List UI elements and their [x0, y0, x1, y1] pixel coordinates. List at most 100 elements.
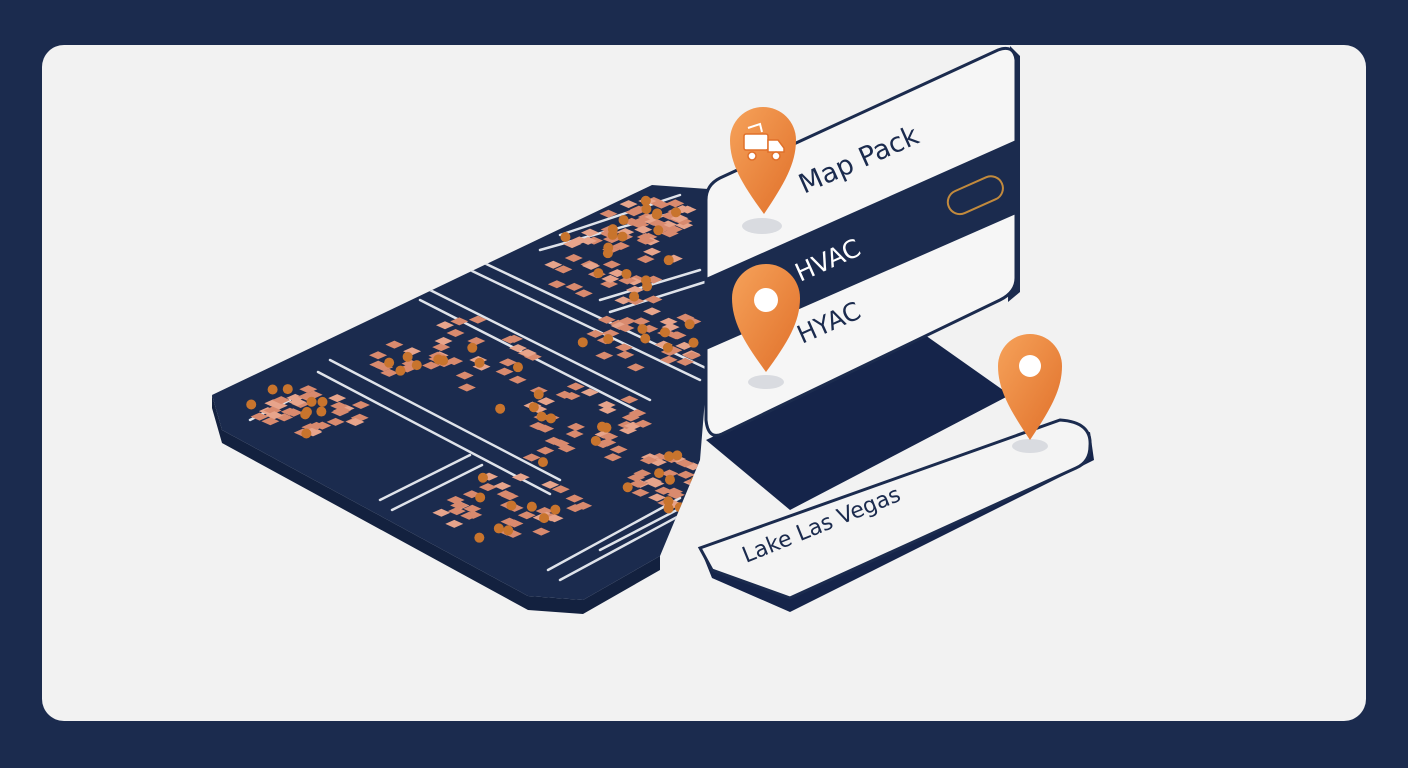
house	[445, 357, 464, 366]
house	[666, 199, 685, 208]
tree	[617, 231, 628, 242]
tree	[402, 351, 413, 362]
tree	[642, 281, 653, 292]
tree	[495, 403, 506, 414]
house	[500, 517, 519, 526]
tree	[652, 208, 663, 219]
isometric-map	[212, 185, 722, 614]
tree	[654, 468, 665, 479]
house	[634, 225, 653, 234]
house	[468, 315, 487, 324]
tree	[664, 451, 675, 462]
house	[351, 401, 370, 410]
location-card-face	[697, 418, 1092, 600]
house	[307, 421, 326, 430]
tree	[536, 411, 547, 422]
house	[261, 417, 280, 426]
house	[600, 279, 619, 288]
tree	[621, 268, 632, 279]
tree	[474, 357, 485, 368]
house	[564, 254, 583, 263]
tree	[528, 402, 539, 413]
house	[299, 385, 318, 394]
house	[634, 419, 653, 428]
tree	[672, 450, 683, 461]
house	[518, 349, 537, 358]
house	[676, 470, 695, 479]
house	[346, 418, 365, 427]
house	[676, 459, 695, 468]
house	[508, 375, 527, 384]
house	[625, 285, 644, 294]
tree	[663, 496, 674, 507]
house	[631, 488, 650, 497]
house	[551, 439, 570, 448]
house	[579, 236, 598, 245]
house	[567, 422, 586, 431]
house	[565, 282, 584, 291]
tree	[533, 389, 544, 400]
tree	[663, 255, 674, 266]
house	[614, 343, 633, 352]
tree	[433, 354, 444, 365]
house	[541, 480, 560, 489]
house	[616, 324, 635, 333]
house	[614, 296, 633, 305]
tree	[640, 195, 651, 206]
house	[463, 504, 482, 513]
house	[551, 485, 570, 494]
house	[621, 413, 640, 422]
tree	[593, 268, 604, 279]
house	[643, 307, 662, 316]
house	[648, 493, 667, 502]
truck-pin[interactable]	[730, 107, 796, 234]
tree	[603, 334, 614, 345]
toggle-switch[interactable]	[944, 172, 1007, 218]
map-slab-edge	[212, 395, 660, 614]
house	[446, 328, 465, 337]
house	[595, 351, 614, 360]
house	[636, 236, 655, 245]
tree	[662, 342, 673, 353]
house	[601, 274, 620, 283]
hvac-pin[interactable]	[732, 264, 800, 389]
tree	[512, 362, 523, 373]
house	[460, 511, 479, 520]
house	[618, 316, 637, 325]
house	[565, 430, 584, 439]
tree	[503, 525, 514, 536]
house	[636, 255, 655, 264]
house	[493, 482, 512, 491]
house	[603, 453, 622, 462]
tree	[550, 504, 561, 515]
house	[566, 382, 585, 391]
tree	[246, 399, 257, 410]
house	[580, 388, 599, 397]
tree	[526, 501, 537, 512]
tree	[607, 229, 618, 240]
house	[582, 261, 601, 270]
house	[652, 200, 671, 209]
house	[380, 368, 399, 377]
house	[536, 446, 555, 455]
tree	[688, 337, 699, 348]
tree	[493, 523, 504, 534]
map-trees	[246, 195, 701, 543]
tree	[267, 384, 278, 395]
house	[326, 417, 345, 426]
house	[544, 260, 563, 269]
tree	[477, 472, 488, 483]
house	[263, 406, 282, 415]
tree	[684, 319, 695, 330]
tree	[545, 413, 556, 424]
dot-icon	[1019, 355, 1041, 377]
tree	[474, 532, 485, 543]
house	[597, 315, 616, 324]
tree	[539, 513, 550, 524]
house	[618, 276, 637, 285]
tree	[597, 421, 608, 432]
house	[532, 527, 551, 536]
location-pin[interactable]	[998, 334, 1062, 453]
house	[619, 200, 638, 209]
